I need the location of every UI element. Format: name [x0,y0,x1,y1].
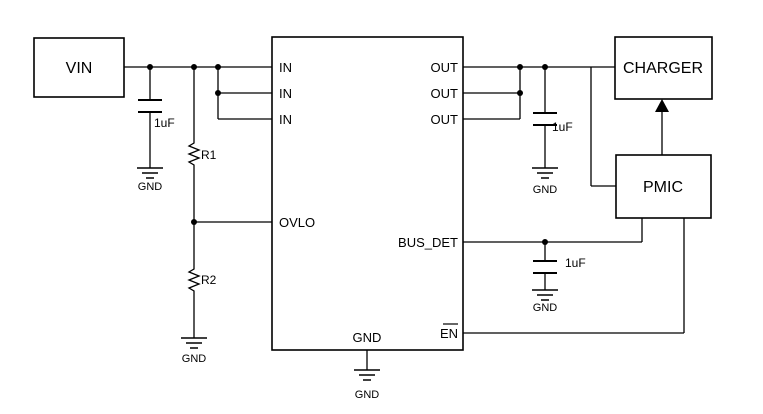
pmic-block: PMIC [615,154,712,219]
arrow-icon [655,99,669,112]
pin-out-1: OUT [431,60,459,75]
pin-in-1: IN [279,60,292,75]
r2-label: R2 [201,273,217,287]
r1-label: R1 [201,148,217,162]
ground-icon-cap-out: GND [532,167,558,196]
ground-icon-ic: GND [354,369,380,401]
pin-ovlo: OVLO [279,215,315,230]
pin-out-3: OUT [431,112,459,127]
capacitor-bus-det: 1uF [533,256,586,274]
pin-out-2: OUT [431,86,459,101]
cap-out-value: 1uF [552,120,573,134]
charger-label: CHARGER [623,60,703,77]
gnd-cap-bus-det-label: GND [533,302,558,314]
gnd-cap-out-label: GND [533,184,558,196]
vin-block: VIN [33,37,125,98]
gnd-cap-in-label: GND [138,181,163,193]
gnd-ic-label: GND [355,389,380,401]
ground-icon-cap-in: GND [137,167,163,193]
ground-icon-r2: GND [181,337,207,365]
pin-gnd: GND [353,330,382,345]
vin-label: VIN [66,60,93,77]
pin-bus-det: BUS_DET [398,235,458,250]
pin-en: EN [440,326,458,341]
junction-dots [147,64,548,245]
capacitor-out: 1uF [533,112,573,134]
charger-block: CHARGER [614,36,713,100]
cap-bus-det-value: 1uF [565,256,586,270]
ic-block: IN IN IN OVLO OUT OUT OUT BUS_DET EN GND [271,36,464,351]
capacitor-in: 1uF [138,99,175,130]
cap-in-value: 1uF [154,116,175,130]
pmic-label: PMIC [643,179,683,196]
gnd-r2-label: GND [182,353,207,365]
pin-in-3: IN [279,112,292,127]
pin-in-2: IN [279,86,292,101]
resistor-r2: R2 [187,266,217,293]
ground-icon-cap-bus-det: GND [532,289,558,314]
resistor-r1: R1 [187,140,217,168]
